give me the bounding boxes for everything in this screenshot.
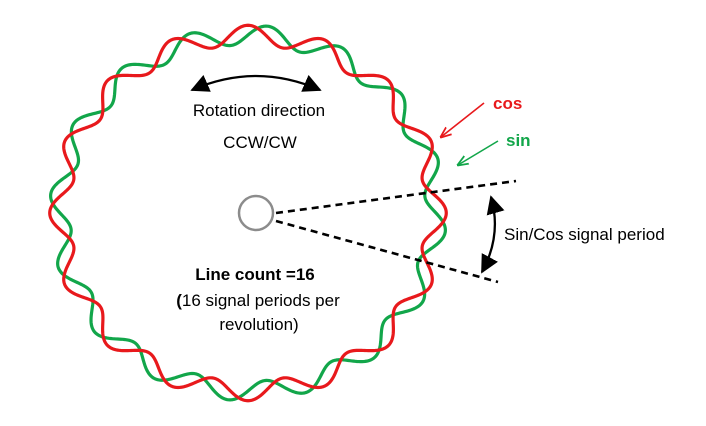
period-label: Sin/Cos signal period xyxy=(504,225,665,244)
encoder-hub xyxy=(237,194,275,232)
rotation-arrow xyxy=(190,74,322,92)
cos-wave-ring xyxy=(48,23,448,403)
cos-callout-line xyxy=(441,102,485,137)
sin-wave-ring xyxy=(49,24,447,402)
cos-label: cos xyxy=(493,94,522,113)
signal-periods-text: 16 signal periods per xyxy=(182,291,340,310)
line-count-label: Line count =16 xyxy=(195,265,315,284)
revolution-label: revolution) xyxy=(219,315,298,334)
period-arc-arrow xyxy=(480,195,505,274)
signal-periods-label: (16 signal periods per xyxy=(176,291,340,310)
period-line-upper xyxy=(275,179,517,215)
signal-periods-paren: ( xyxy=(176,291,182,310)
sin-callout-line xyxy=(458,140,499,165)
ccw-cw-label: CCW/CW xyxy=(223,133,297,152)
rotation-direction-label: Rotation direction xyxy=(193,101,325,120)
sin-label: sin xyxy=(506,131,531,150)
period-line-lower xyxy=(275,219,499,284)
